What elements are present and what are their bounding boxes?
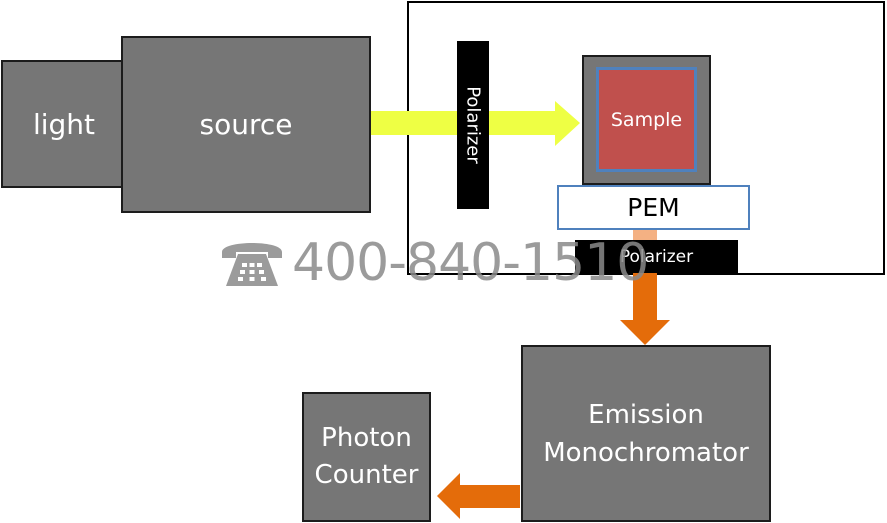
sample-label: Sample (610, 108, 683, 131)
source-block: source (121, 36, 371, 213)
emission-beam-arrow (620, 243, 670, 345)
photon-counter-block: Photon Counter (302, 392, 431, 522)
pem-label: PEM (627, 193, 680, 222)
telephone-icon (222, 243, 282, 286)
sample-block: Sample (596, 67, 697, 172)
emission-monochromator-block: Emission Monochromator (521, 345, 771, 522)
polarizer-vertical: Polarizer (457, 41, 489, 209)
pem-block: PEM (557, 185, 750, 230)
phone-number: 400-840-1510 (292, 233, 649, 293)
polarizer-horizontal: Polarizer (575, 240, 738, 273)
detector-beam-arrow (437, 473, 520, 519)
emission-monochromator-label: Emission Monochromator (543, 399, 749, 468)
light-block: light (1, 60, 127, 188)
phone-watermark: 400-840-1510 (218, 228, 688, 298)
polarizer-horizontal-label: Polarizer (619, 246, 694, 267)
source-label: source (199, 108, 293, 141)
photon-counter-label: Photon Counter (314, 423, 419, 490)
polarizer-vertical-label: Polarizer (462, 86, 484, 164)
sample-holder: Sample (582, 55, 711, 185)
light-label: light (32, 107, 96, 141)
